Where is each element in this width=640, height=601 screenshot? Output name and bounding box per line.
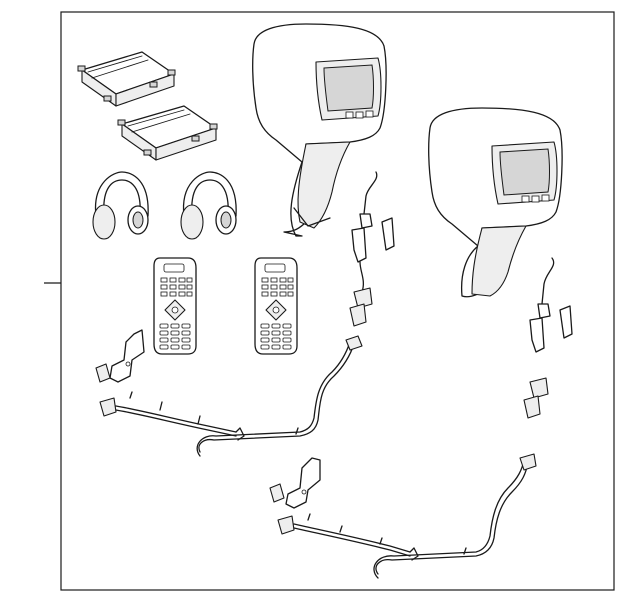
- diagram-frame: [60, 11, 615, 591]
- bracket-icon: [269, 457, 321, 509]
- remote-control-icon: [153, 257, 197, 355]
- headphones-icon: [92, 171, 149, 240]
- wiring-harness-icon: [99, 335, 363, 457]
- receiver-module-icon: [77, 51, 176, 107]
- bracket-icon: [95, 329, 145, 383]
- receiver-module-icon: [117, 105, 218, 161]
- headrest-monitor-icon: [428, 107, 563, 298]
- monitor-cable-icon: [349, 171, 395, 327]
- wiring-harness-icon: [277, 453, 537, 579]
- monitor-cable-icon: [523, 257, 573, 419]
- remote-control-icon: [254, 257, 298, 355]
- headrest-monitor-icon: [252, 23, 387, 237]
- headphones-icon: [180, 171, 237, 240]
